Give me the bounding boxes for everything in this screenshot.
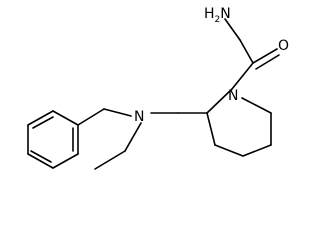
bond-tertiary-n-benzyl-ch2 — [103, 108, 132, 117]
bond-ethyl-ch2-ch3 — [94, 150, 126, 170]
bond-ring-c3-c4 — [214, 144, 244, 157]
carbonyl-oxygen-label: O — [278, 38, 289, 54]
bond-carbonyl-double-2 — [255, 54, 280, 70]
tertiary-amine-nitrogen-label: N — [134, 109, 144, 125]
bond-benzene-3-4 — [27, 153, 54, 169]
amine-subscript-text: 2 — [215, 15, 221, 25]
piperidine-nitrogen-label: N — [228, 88, 238, 104]
bond-benzyl-ch2-ring — [77, 108, 105, 126]
structure-canvas: H2N O N N — [27, 6, 290, 170]
bond-ring-c4-c5 — [242, 144, 272, 157]
amine-h-text: H — [204, 6, 215, 22]
bond-ring-c2-c3 — [206, 112, 216, 146]
bond-benzene-6-1 — [52, 110, 79, 126]
bond-amine-ch2 — [224, 18, 241, 41]
amine-label: H2N — [204, 6, 231, 25]
bond-carbonyl-carbon-nitrogen — [231, 62, 254, 90]
bond-tertiary-n-ethyl-ch2 — [124, 122, 142, 152]
bond-carbonyl-double-1 — [252, 48, 278, 64]
bond-benzene-2-3 — [52, 153, 79, 169]
bond-ring-c6-n — [241, 97, 272, 114]
molecule-drawing: H2N O N N — [27, 6, 289, 170]
amine-n-text: N — [220, 6, 230, 22]
bond-ring-n-c2 — [206, 88, 233, 114]
bond-benzene-inner-2 — [30, 150, 52, 163]
bond-ch2-carbonyl-carbon — [239, 39, 254, 64]
bond-benzene-5-6 — [27, 110, 54, 126]
bond-benzene-inner-3 — [32, 116, 54, 129]
